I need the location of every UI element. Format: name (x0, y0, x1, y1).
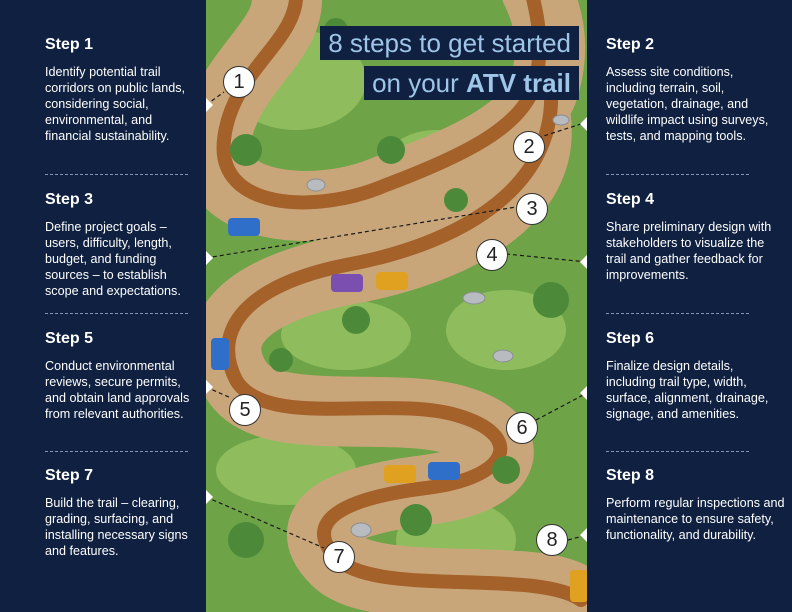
divider (606, 451, 749, 452)
step-6-text: Finalize design details, including trail… (606, 359, 769, 421)
pointer-arrow-icon (206, 490, 213, 504)
step-8: Step 8 Perform regular inspections and m… (606, 467, 786, 543)
divider (45, 174, 188, 175)
step-4-heading: Step 4 (606, 191, 655, 208)
step-7: Step 7 Build the trail – clearing, gradi… (45, 467, 200, 559)
step-2: Step 2 Assess site conditions, including… (606, 36, 786, 144)
trail-map: 8 steps to get started on your ATV trail… (206, 0, 587, 612)
title-line-2-bold: ATV trail (466, 68, 571, 98)
step-marker-1: 1 (223, 66, 255, 98)
step-2-text: Assess site conditions, including terrai… (606, 65, 769, 143)
step-2-heading: Step 2 (606, 36, 655, 53)
step-3-text: Define project goals – users, difficulty… (45, 220, 181, 298)
pointer-arrow-icon (580, 117, 587, 131)
title-line-1: 8 steps to get started (320, 26, 579, 60)
pointer-arrow-icon (206, 251, 213, 265)
step-1-text: Identify potential trail corridors on pu… (45, 65, 186, 143)
step-marker-5: 5 (229, 394, 261, 426)
step-5: Step 5 Conduct environmental reviews, se… (45, 330, 200, 422)
pointer-arrow-icon (206, 98, 213, 112)
step-5-heading: Step 5 (45, 330, 94, 347)
step-7-heading: Step 7 (45, 467, 94, 484)
step-marker-4: 4 (476, 239, 508, 271)
step-marker-3: 3 (516, 193, 548, 225)
step-8-text: Perform regular inspections and maintena… (606, 496, 785, 542)
pointer-arrow-icon (580, 386, 587, 400)
step-1-heading: Step 1 (45, 36, 94, 53)
step-6: Step 6 Finalize design details, includin… (606, 330, 786, 422)
step-1: Step 1 Identify potential trail corridor… (45, 36, 200, 144)
step-marker-7: 7 (323, 541, 355, 573)
title-line-2: on your ATV trail (364, 66, 579, 100)
step-4-text: Share preliminary design with stakeholde… (606, 220, 772, 282)
pointer-arrow-icon (580, 528, 587, 542)
step-marker-2: 2 (513, 131, 545, 163)
step-6-heading: Step 6 (606, 330, 655, 347)
step-4: Step 4 Share preliminary design with sta… (606, 191, 786, 283)
pointer-arrow-icon (206, 380, 213, 394)
divider (45, 313, 188, 314)
divider (606, 174, 749, 175)
divider (45, 451, 188, 452)
step-5-text: Conduct environmental reviews, secure pe… (45, 359, 190, 421)
pointer-arrow-icon (580, 255, 587, 269)
right-panel: Step 2 Assess site conditions, including… (587, 0, 792, 612)
step-marker-6: 6 (506, 412, 538, 444)
step-3-heading: Step 3 (45, 191, 94, 208)
step-7-text: Build the trail – clearing, grading, sur… (45, 496, 188, 558)
step-3: Step 3 Define project goals – users, dif… (45, 191, 200, 299)
step-marker-8: 8 (536, 524, 568, 556)
step-8-heading: Step 8 (606, 467, 655, 484)
divider (606, 313, 749, 314)
title-line-2-prefix: on your (372, 68, 467, 98)
left-panel: Step 1 Identify potential trail corridor… (0, 0, 206, 612)
